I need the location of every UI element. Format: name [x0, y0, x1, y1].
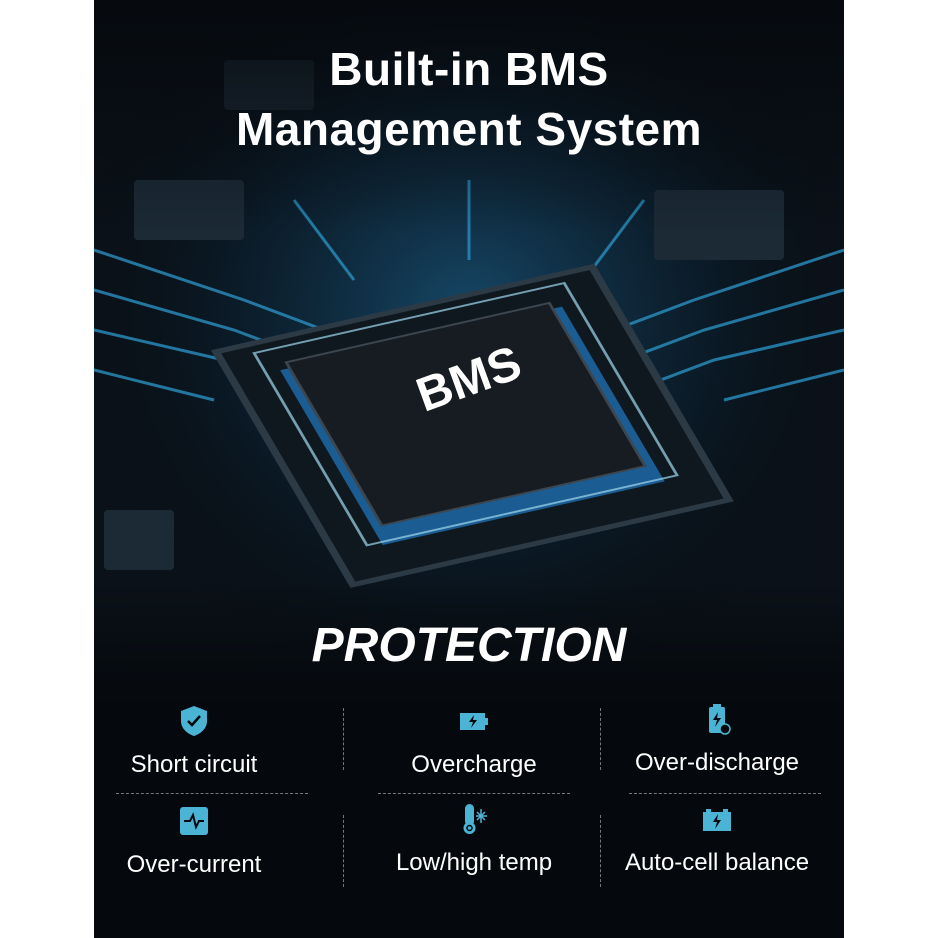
battery-discharge-icon [709, 704, 731, 735]
section-title: PROTECTION [311, 619, 627, 672]
title-line-2: Management System [235, 103, 703, 155]
divider [629, 793, 821, 794]
shield-check-icon [181, 706, 207, 736]
battery-charge-icon [460, 713, 488, 730]
divider [600, 815, 601, 887]
divider [343, 708, 344, 770]
thermometer-snowflake-icon [463, 804, 487, 834]
divider [600, 708, 601, 770]
feature-overcharge: Overcharge [359, 705, 589, 779]
poster: BMS Built-in BMS Management System PROTE… [94, 0, 844, 938]
feature-label: Overcharge [411, 751, 537, 778]
feature-label: Over-discharge [634, 749, 800, 776]
feature-short-circuit: Short circuit [94, 705, 309, 779]
feature-label: Low/high temp [395, 849, 553, 876]
divider [116, 793, 308, 794]
divider [378, 793, 570, 794]
feature-label: Over-current [126, 851, 262, 878]
feature-over-discharge: Over-discharge [602, 703, 832, 777]
feature-label: Short circuit [130, 751, 258, 778]
feature-label: Auto-cell balance [624, 849, 810, 876]
pulse-icon [180, 807, 208, 835]
feature-cell-balance: Auto-cell balance [602, 803, 832, 877]
circuit-board-illustration [94, 0, 844, 938]
divider [343, 815, 344, 887]
feature-over-current: Over-current [94, 805, 309, 879]
title-line-1: Built-in BMS [329, 43, 609, 95]
feature-temperature: Low/high temp [359, 803, 589, 877]
battery-bolt-icon [703, 809, 731, 831]
